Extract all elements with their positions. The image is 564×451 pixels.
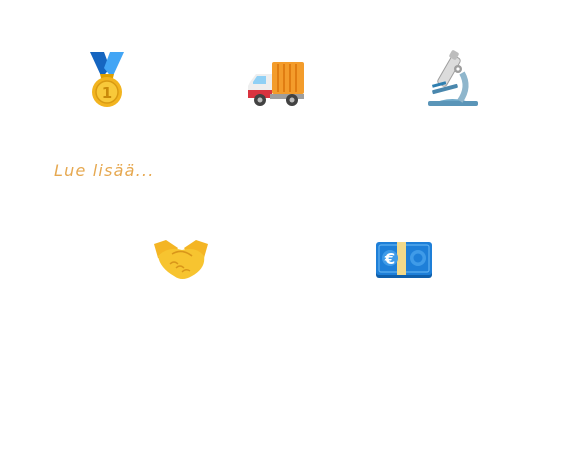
handshake-icon <box>154 240 208 279</box>
svg-text:€: € <box>384 250 395 268</box>
delivery-truck-icon <box>248 62 304 106</box>
svg-text:1: 1 <box>102 84 112 102</box>
euro-banknote-icon: € <box>376 242 432 278</box>
medal-icon: 1 <box>90 52 124 107</box>
microscope-icon <box>428 50 478 106</box>
read-more-link[interactable]: Lue lisää... <box>54 161 155 180</box>
